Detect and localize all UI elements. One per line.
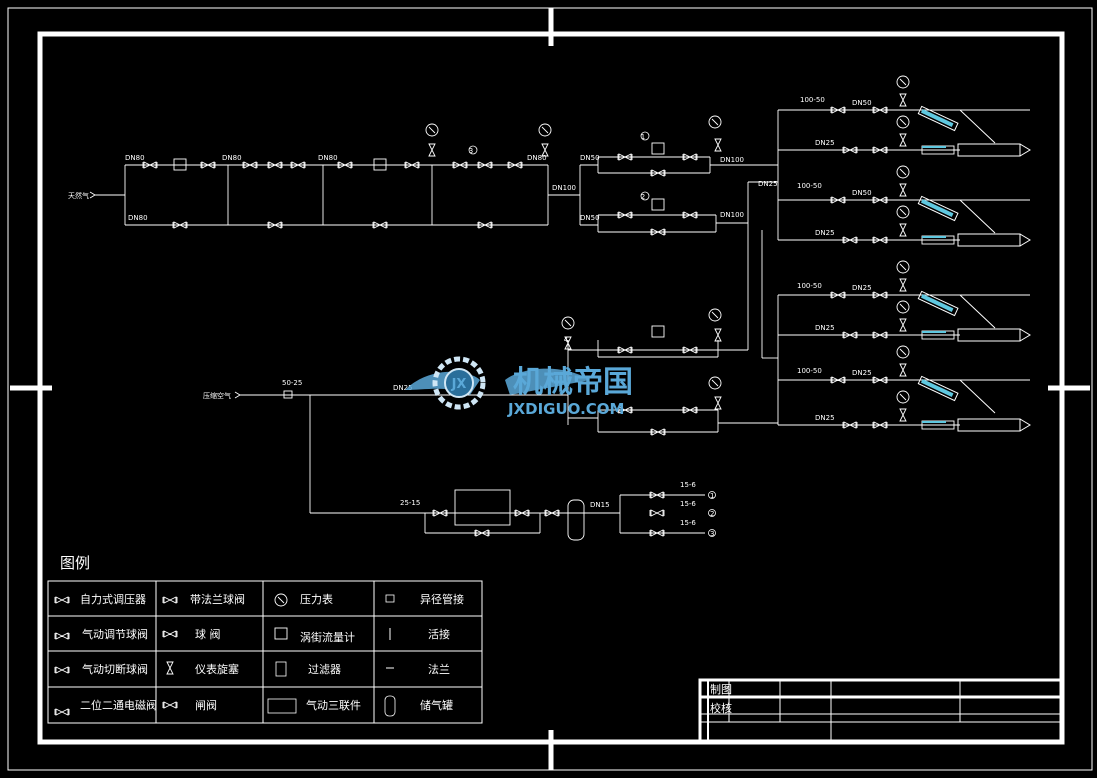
burner-1 (917, 105, 959, 132)
watermark-badge: JX (451, 377, 467, 392)
label-dn25: DN25 (815, 414, 835, 422)
label-dn80: DN80 (222, 154, 242, 162)
label-number: 2 (641, 193, 645, 201)
label-reducer: 100-50 (797, 182, 822, 190)
legend-item: 闸阀 (195, 698, 217, 712)
label-reducer: 100-50 (797, 282, 822, 290)
legend-item: 气动切断球阀 (82, 662, 148, 676)
label-dn15: DN15 (590, 501, 610, 509)
title-block-drawn: 制图 (710, 683, 732, 696)
label-outlet: 2 (710, 510, 714, 518)
label-dn25: DN25 (852, 369, 872, 377)
label-dn80: DN80 (125, 154, 145, 162)
watermark: JX 机械帝国 JXDIGUO.COM (405, 356, 633, 418)
label-number: 3 (469, 147, 473, 155)
title-block-checked: 校核 (710, 701, 732, 715)
burner-2 (917, 195, 959, 222)
label-dn25: DN25 (815, 229, 835, 237)
legend-item: 涡街流量计 (300, 630, 355, 644)
watermark-cn: 机械帝国 (513, 365, 633, 400)
label-reducer: 15-6 (680, 500, 696, 508)
legend-item: 带法兰球阀 (190, 592, 245, 606)
label-outlet: 3 (710, 530, 714, 538)
title-block (698, 678, 1064, 744)
label-reducer: 50-25 (282, 379, 302, 387)
label-dn25: DN25 (758, 180, 778, 188)
label-compressed-air: 压缩空气 (203, 391, 231, 400)
burners (917, 105, 1031, 432)
legend-item: 二位二通电磁阀 (80, 698, 157, 712)
legend-title: 图例 (60, 554, 90, 572)
label-reducer: 100-50 (800, 96, 825, 104)
label-dn50: DN50 (852, 189, 872, 197)
label-dn25: DN25 (393, 384, 413, 392)
label-dn25: DN25 (852, 284, 872, 292)
label-dn25: DN25 (815, 324, 835, 332)
label-number: 4 (564, 336, 569, 344)
legend-item: 异径管接 (420, 592, 464, 606)
label-dn80: DN80 (527, 154, 547, 162)
drawing-frame (7, 7, 1093, 771)
label-reducer: 25-15 (400, 499, 420, 507)
legend-item: 自力式调压器 (80, 593, 146, 606)
burner-headers (747, 109, 1030, 426)
label-dn25: DN25 (815, 139, 835, 147)
label-dn100: DN100 (552, 184, 576, 192)
legend-item: 活接 (428, 628, 450, 641)
label-outlet: 1 (710, 492, 714, 500)
diagram-labels: 天然气 压缩空气 DN80 DN80 DN80 DN80 DN80 DN100 … (68, 96, 872, 538)
legend: 图例 自力式调压器 带法兰球阀 压力表 异径管接 气动调节球阀 球 阀 涡街流量… (47, 554, 483, 724)
watermark-en: JXDIGUO.COM (507, 400, 624, 418)
legend-item: 过滤器 (308, 663, 341, 676)
legend-item: 气动三联件 (306, 698, 361, 712)
label-dn100: DN100 (720, 156, 744, 164)
legend-item: 仪表旋塞 (195, 662, 239, 676)
label-number: 1 (641, 133, 645, 141)
legend-item: 气动调节球阀 (82, 627, 148, 641)
label-dn50: DN50 (852, 99, 872, 107)
label-reducer: 100-50 (797, 367, 822, 375)
label-dn80: DN80 (128, 214, 148, 222)
compressed-air-line (234, 340, 778, 541)
legend-item: 压力表 (300, 592, 333, 606)
legend-item: 球 阀 (195, 627, 221, 641)
natural-gas-line (89, 156, 778, 233)
legend-item: 储气罐 (420, 698, 453, 712)
natural-gas-valves (142, 115, 722, 236)
compressed-air-valves (432, 308, 722, 537)
label-dn80: DN80 (318, 154, 338, 162)
label-reducer: 15-6 (680, 519, 696, 527)
burner-3 (917, 290, 959, 317)
label-reducer: 15-6 (680, 481, 696, 489)
label-dn100: DN100 (720, 211, 744, 219)
burner-4 (917, 375, 959, 402)
legend-item: 法兰 (428, 662, 450, 676)
label-dn50: DN50 (580, 214, 600, 222)
label-dn50: DN50 (580, 154, 600, 162)
label-natural-gas: 天然气 (68, 191, 89, 200)
